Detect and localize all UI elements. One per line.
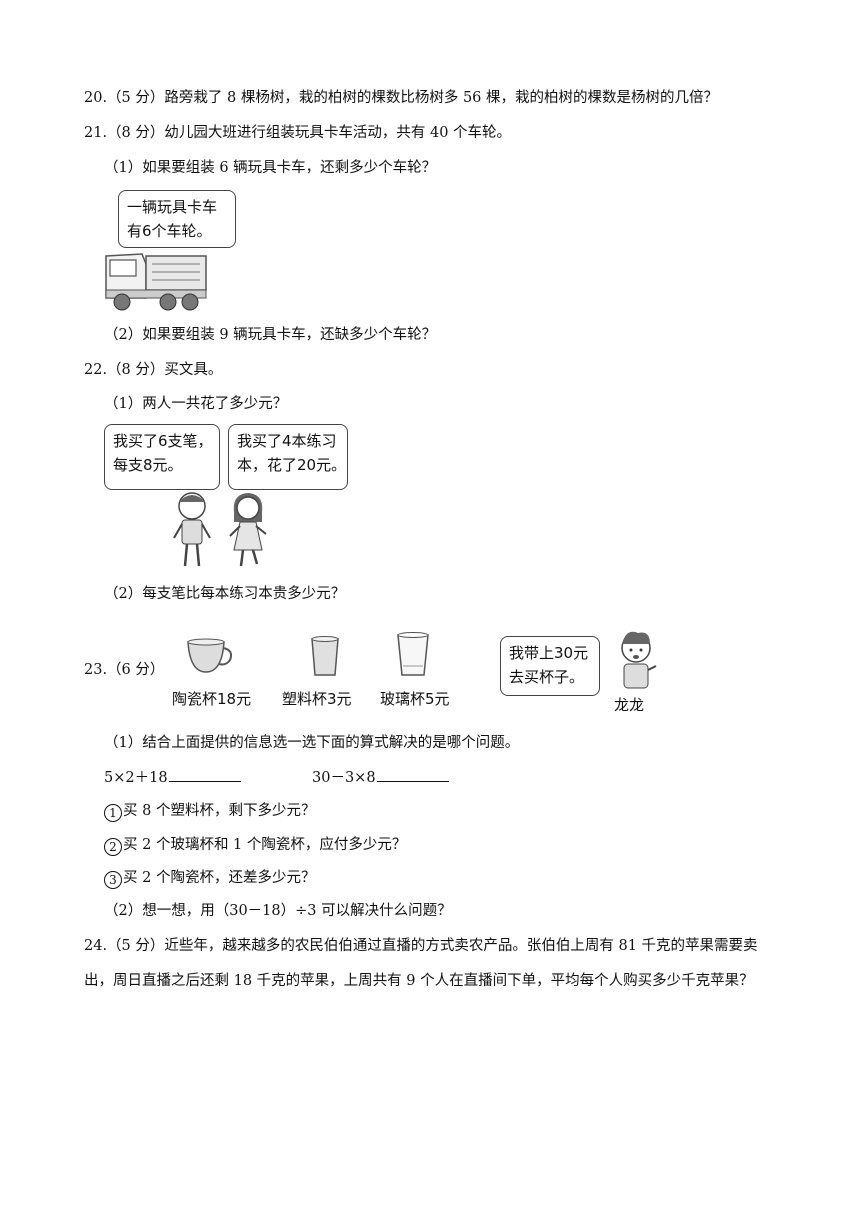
bubble-line: 我带上30元: [509, 644, 589, 662]
option-text: 买 2 个玻璃杯和 1 个陶瓷杯，应付多少元？: [123, 837, 407, 853]
question-24-line-1: 24.（5 分）近些年，越来越多的农民伯伯通过直播的方式卖农产品。张伯伯上周有 …: [84, 938, 758, 954]
truck-icon: [105, 253, 207, 311]
longlong-name: 龙龙: [614, 696, 645, 714]
question-22-part-2: （2）每支笔比每本练习本贵多少元？: [104, 586, 346, 602]
option-text: 买 2 个陶瓷杯，还差多少元？: [123, 870, 316, 886]
expression-1: 5×2＋18: [104, 767, 241, 788]
question-23: 23.（6 分）: [84, 662, 165, 678]
porcelain-cup-price: 陶瓷杯18元: [172, 690, 252, 708]
option-number: 1: [104, 804, 122, 822]
question-23-part-1: （1）结合上面提供的信息选一选下面的算式解决的是哪个问题。: [104, 735, 520, 751]
answer-blank-2[interactable]: [376, 767, 449, 782]
option-text: 买 8 个塑料杯，剩下多少元？: [123, 803, 316, 819]
speech-bubble-girl: 我买了4本练习 本，花了20元。: [228, 424, 348, 490]
expression-2: 30－3×8: [312, 767, 449, 788]
speech-bubble-truck: 一辆玩具卡车 有6个车轮。: [118, 190, 236, 248]
bubble-line: 我买了6支笔，: [113, 432, 213, 450]
expression-1-text: 5×2＋18: [104, 770, 168, 786]
question-21-part-1: （1）如果要组装 6 辆玩具卡车，还剩多少个车轮？: [104, 160, 437, 176]
porcelain-cup-icon: [187, 638, 233, 673]
option-number: 3: [104, 871, 122, 889]
bubble-line: 一辆玩具卡车: [127, 198, 218, 216]
option-number: 2: [104, 838, 122, 856]
girl-illustration-icon: [229, 493, 267, 567]
expression-2-text: 30－3×8: [312, 770, 376, 786]
bubble-line: 有6个车轮。: [127, 222, 212, 240]
bubble-line: 本，花了20元。: [237, 456, 347, 474]
question-20: 20.（5 分）路旁栽了 8 棵杨树，栽的柏树的棵数比杨树多 56 棵，栽的柏树…: [84, 90, 719, 106]
speech-bubble-boy: 我买了6支笔， 每支8元。: [104, 424, 220, 490]
question-22: 22.（8 分）买文具。: [84, 362, 223, 378]
answer-blank-1[interactable]: [168, 767, 241, 782]
boy-illustration-icon: [173, 492, 211, 567]
longlong-boy-icon: [621, 631, 657, 689]
plastic-cup-price: 塑料杯3元: [282, 690, 352, 708]
question-21-part-2: （2）如果要组装 9 辆玩具卡车，还缺多少个车轮？: [104, 327, 437, 343]
question-22-part-1: （1）两人一共花了多少元？: [104, 396, 288, 412]
question-24-line-2: 出，周日直播之后还剩 18 千克的苹果，上周共有 9 个人在直播间下单，平均每个…: [84, 973, 754, 989]
plastic-cup-icon: [311, 636, 339, 676]
glass-cup-icon: [397, 632, 429, 676]
bubble-line: 我买了4本练习: [237, 432, 337, 450]
glass-cup-price: 玻璃杯5元: [380, 690, 450, 708]
question-23-part-2: （2）想一想，用（30－18）÷3 可以解决什么问题？: [104, 903, 452, 919]
question-21: 21.（8 分）幼儿园大班进行组装玩具卡车活动，共有 40 个车轮。: [84, 125, 512, 141]
bubble-line: 去买杯子。: [509, 668, 585, 686]
bubble-line: 每支8元。: [113, 456, 183, 474]
speech-bubble-longlong: 我带上30元 去买杯子。: [500, 636, 600, 696]
